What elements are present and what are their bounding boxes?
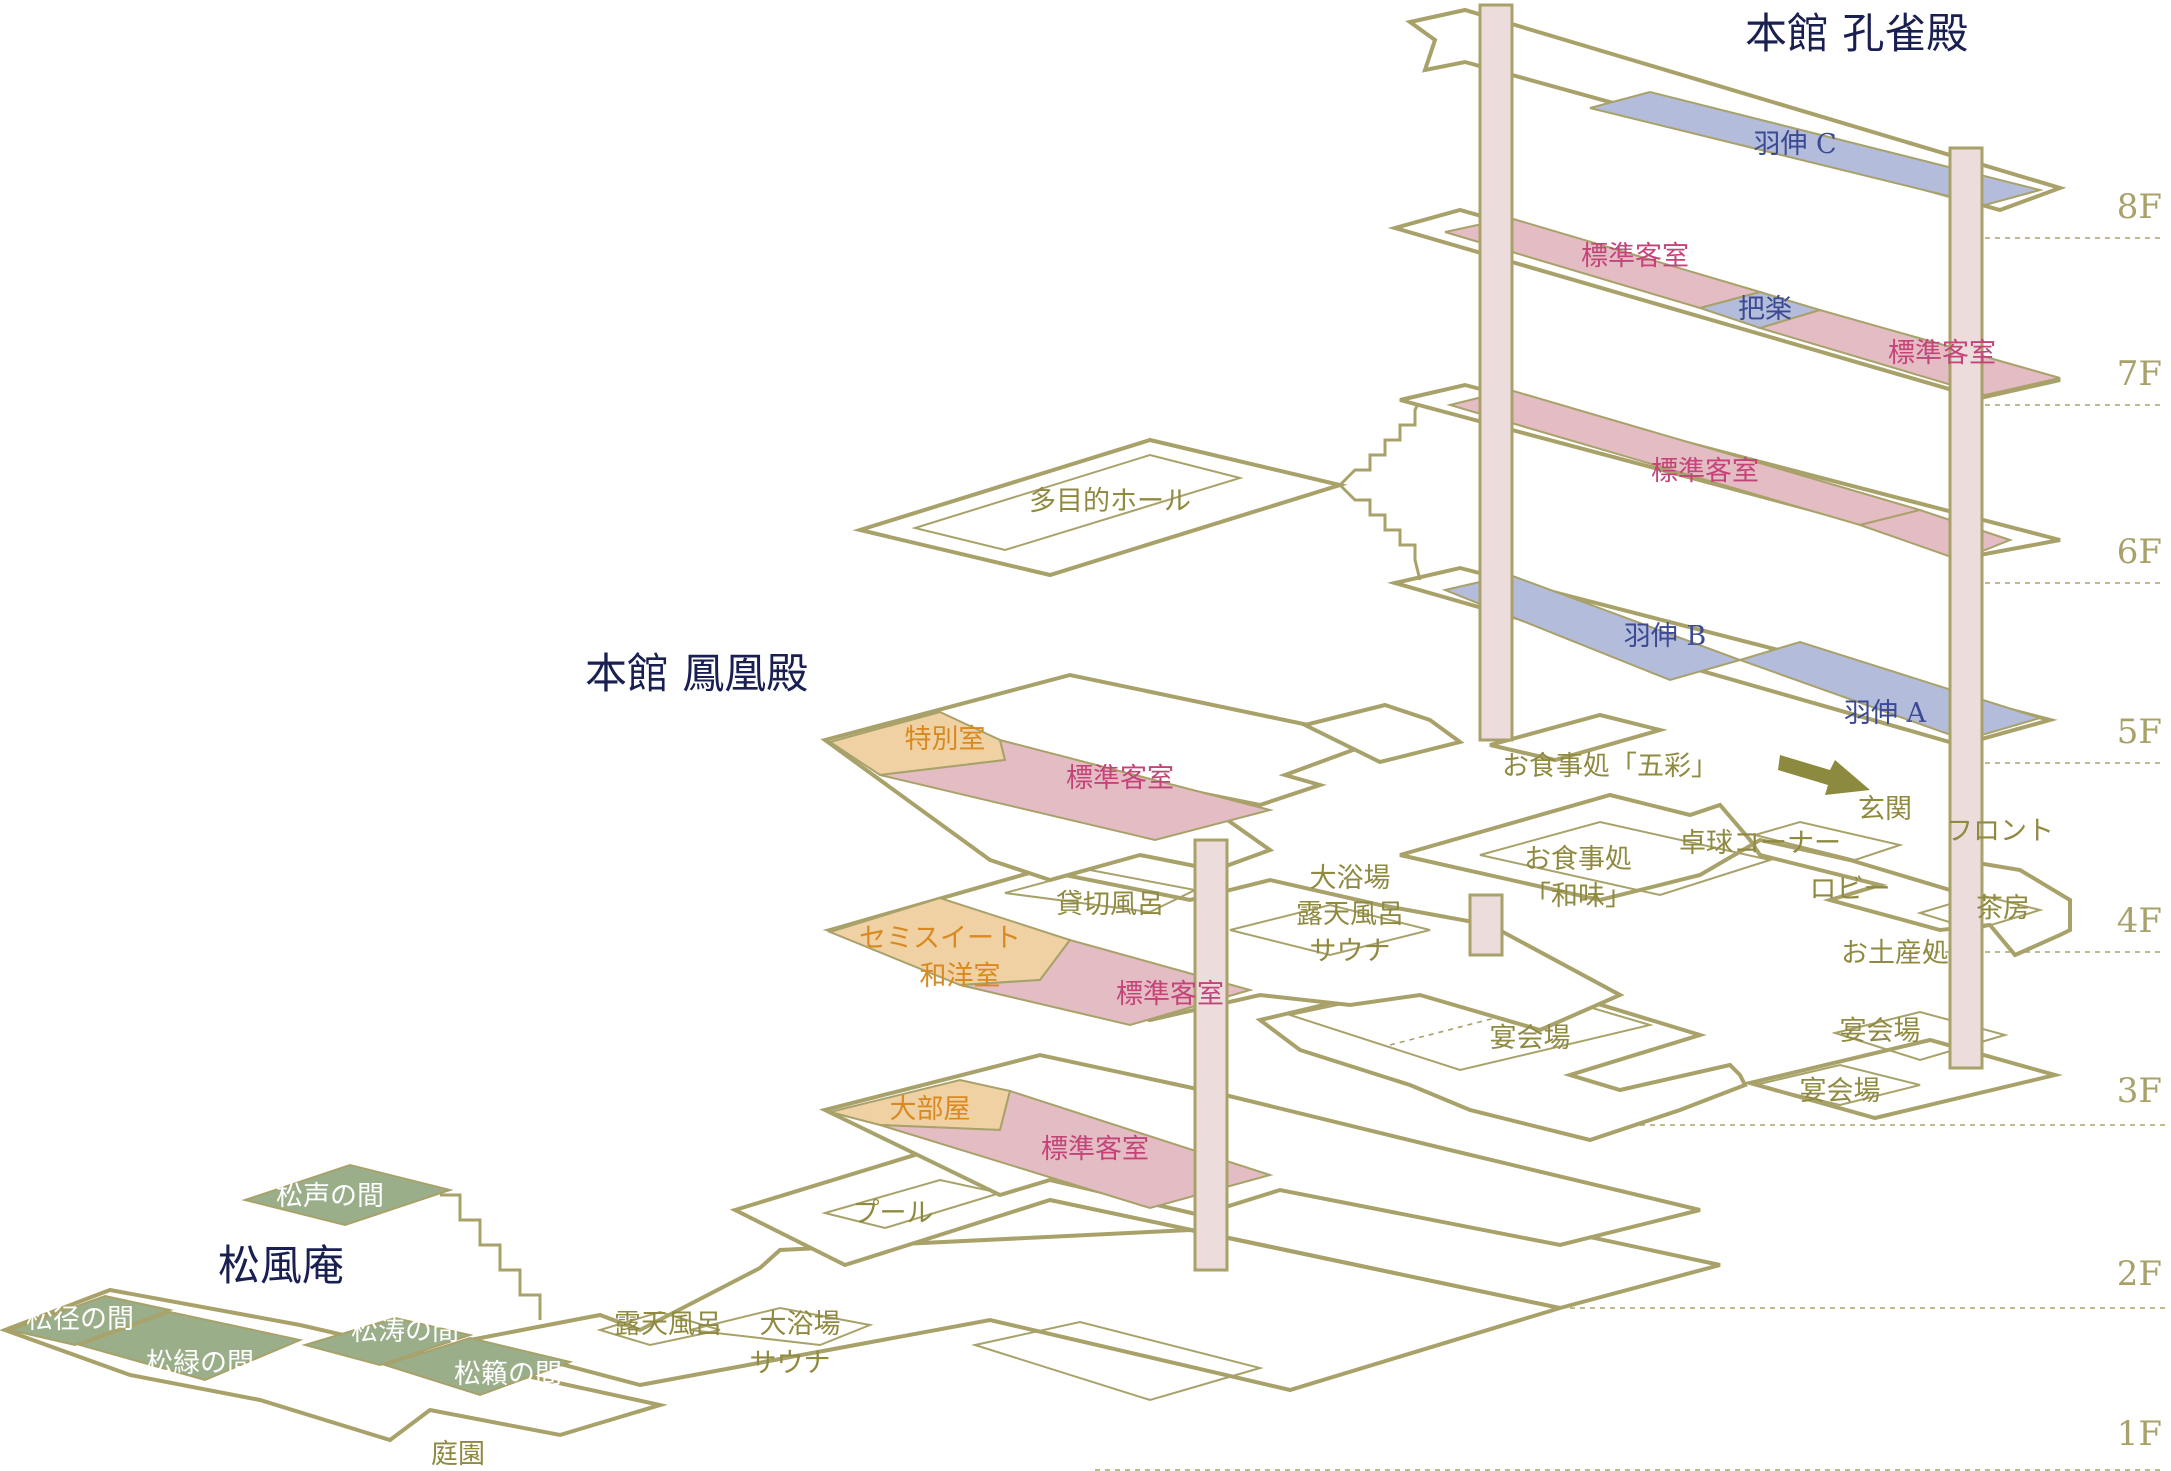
label-enkaijo-3f-c: 宴会場: [1800, 1076, 1881, 1107]
tamokuteki-hall-inner: [911, 453, 1244, 552]
label-teien: 庭園: [431, 1439, 485, 1470]
label-pool: プール: [853, 1198, 934, 1229]
title-shofuan: 松風庵: [218, 1241, 344, 1290]
label-oshokuji-gosai: お食事処「五彩」: [1502, 751, 1718, 782]
pillars: [1193, 3, 1984, 1272]
floor-labels: 8F 7F 6F 5F 4F 3F 2F 1F: [2117, 187, 2162, 1454]
label-oshokuji-wami-2: 「和味」: [1524, 881, 1632, 912]
label-hyojun-h4: 標準客室: [1116, 979, 1224, 1010]
label-rotenburo-4f: 露天風呂: [1296, 899, 1404, 930]
floor-1f-main: [469, 1227, 1561, 1393]
pillar-kujaku-east: [1948, 146, 1984, 1070]
pillar-lobby: [1468, 893, 1504, 957]
label-shosei: 松声の間: [276, 1181, 384, 1212]
label-oshokuji-wami-1: お食事処: [1524, 844, 1632, 875]
label-hyojun-7b: 標準客室: [1888, 338, 1996, 369]
floor-label-3f: 3F: [2117, 1071, 2162, 1111]
floor-label-8f: 8F: [2117, 187, 2162, 227]
room-shokei: [6, 1294, 174, 1347]
room-hashin-c: [1589, 90, 2044, 207]
staircase-shofuan: [440, 1193, 542, 1320]
room-shosei: [241, 1163, 454, 1227]
label-hyojun-7a: 標準客室: [1581, 241, 1689, 272]
floor-3f: [819, 1052, 1701, 1248]
floor-7f-kujaku: [1387, 207, 2061, 401]
label-takkyu: 卓球コーナー: [1679, 828, 1841, 859]
label-hara: 把楽: [1738, 294, 1792, 325]
floor-1f-rotenburo: [596, 1310, 721, 1347]
floor-label-2f: 2F: [2117, 1254, 2162, 1294]
label-sauna-1f: サウナ: [750, 1348, 831, 1379]
label-daiyokujo-4f: 大浴場: [1310, 863, 1391, 894]
room-shoryoku: [76, 1310, 304, 1382]
label-semisweet-2: 和洋室: [920, 961, 1001, 992]
label-rotenburo-1f: 露天風呂: [614, 1309, 722, 1340]
floor-label-1f: 1F: [2117, 1414, 2162, 1454]
room-oshokuji-wami-outline: [1479, 820, 1774, 897]
room-hyojun-7b: [1756, 308, 2061, 397]
entrance-arrow-icon: [1778, 755, 1870, 795]
title-honkan-houou: 本館 鳳凰殿: [585, 649, 808, 698]
floor-hall: [852, 399, 1422, 581]
floor-4f-lobby-main: [1399, 792, 2072, 958]
room-takkyu-outline: [1751, 820, 1904, 862]
label-hashin-b: 羽伸 B: [1624, 621, 1706, 652]
room-hyojun-h5: [879, 738, 1274, 842]
label-front: フロント: [1946, 816, 2054, 847]
pillar-houou: [1193, 838, 1229, 1272]
label-semisweet-1: セミスイート: [859, 923, 1021, 954]
pillar-kujaku-west: [1478, 3, 1514, 742]
label-hashin-a: 羽伸 A: [1844, 698, 1927, 729]
label-kashikiri: 貸切風呂: [1056, 889, 1164, 920]
floor-label-4f: 4F: [2117, 901, 2162, 941]
floor-label-6f: 6F: [2117, 532, 2162, 572]
label-sabo: 茶房: [1976, 893, 2030, 924]
label-shokei: 松径の間: [26, 1304, 134, 1335]
label-shorai: 松籟の間: [454, 1359, 562, 1390]
label-tamokuteki-hall: 多目的ホール: [1029, 486, 1191, 517]
floor-5f-annex: [1299, 702, 1668, 765]
staircase-hall-upper: [1338, 399, 1422, 487]
floor-1f-room: [971, 1320, 1264, 1402]
enkaijo-east: [1831, 1010, 2009, 1062]
room-shorai: [381, 1336, 574, 1397]
label-enkaijo-3f: 宴会場: [1490, 1023, 1571, 1054]
label-tokubetsu: 特別室: [905, 724, 986, 755]
label-sauna-4f: サウナ: [1310, 936, 1391, 967]
label-hashin-c: 羽伸 C: [1753, 129, 1836, 160]
room-hyojun-h3: [879, 1089, 1274, 1210]
label-hyojun-h3: 標準客室: [1041, 1134, 1149, 1165]
label-shoto: 松涛の間: [351, 1316, 459, 1347]
label-hyojun-h5: 標準客室: [1066, 763, 1174, 794]
label-shoryoku: 松緑の間: [146, 1348, 254, 1379]
floor-3f-east: [1742, 1037, 2063, 1121]
floor-1f-bath: [689, 1306, 874, 1347]
bath-4f-outline: [1229, 903, 1431, 957]
label-hyojun-6: 標準客室: [1651, 456, 1759, 487]
floor-5f-annex-b: [1489, 712, 1668, 763]
label-omiyage: お土産処: [1841, 938, 1949, 969]
room-hyojun-h4: [959, 938, 1254, 1027]
floor-label-7f: 7F: [2117, 354, 2162, 394]
label-robby: ロビー: [1810, 874, 1891, 905]
floor-5f-annex-a: [1299, 702, 1465, 765]
floor-8f-kujaku: [1405, 7, 2067, 213]
enkaijo-east-b: [1754, 1063, 1921, 1107]
floor-1f: [0, 1163, 1561, 1443]
label-daiyokujo-1f: 大浴場: [760, 1309, 841, 1340]
floor-3f-banquet-main: [1255, 965, 1748, 1143]
room-shoto: [301, 1316, 474, 1367]
label-enkaijo-3f-b: 宴会場: [1840, 1016, 1921, 1047]
title-honkan-kujaku: 本館 孔雀殿: [1745, 9, 1968, 58]
label-genkan: 玄関: [1858, 794, 1912, 825]
floor-label-5f: 5F: [2117, 712, 2162, 752]
staircase-hall-lower: [1338, 483, 1422, 581]
label-obeya: 大部屋: [890, 1094, 971, 1125]
floor-6f-kujaku: [1399, 382, 2061, 562]
